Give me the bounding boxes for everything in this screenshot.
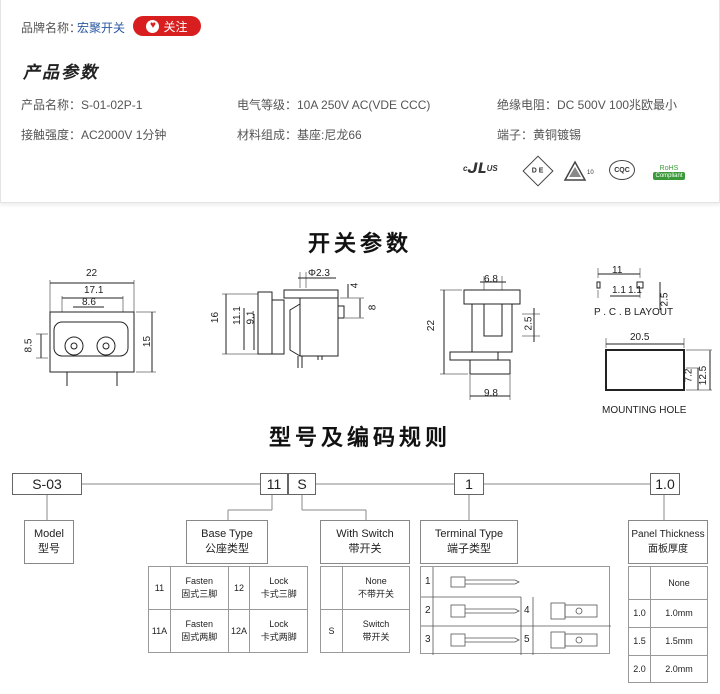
pcb-dim-1-1a: 1.1	[612, 285, 626, 296]
side-dim-8: 8	[367, 304, 379, 311]
terminal-code-4: 4	[524, 605, 530, 616]
hole-caption: MOUNTING HOLE	[602, 405, 687, 416]
hole-dim-12-5: 12.5	[698, 365, 710, 386]
side-dim-top: 4	[349, 282, 361, 289]
terminal-type-table: 1 2 3 4 5	[420, 566, 611, 655]
pcb-dim-11: 11	[612, 265, 623, 276]
tuv-certification-icon: 10	[563, 160, 595, 182]
hole-dim-width: 20.5	[630, 332, 650, 343]
front-dim-pitch: 8.6	[82, 297, 96, 308]
side-dim-16: 16	[210, 311, 222, 324]
spec-product-name: 产品名称：S-01-02P-1	[21, 98, 143, 112]
right-dim-top: 6.8	[484, 274, 498, 285]
svg-text:10: 10	[587, 170, 594, 176]
follow-button[interactable]: ♥ 关注	[133, 16, 201, 36]
brand-link[interactable]: 宏聚开关	[77, 21, 126, 35]
spec-dielectric: 接触强度：AC2000V 1分钟	[21, 128, 167, 142]
pcb-dim-2-5: 2.5	[659, 292, 671, 307]
pcb-dim-1-1b: 1.1	[628, 285, 642, 296]
section-title: 产品参数	[23, 63, 99, 83]
hole-dim-7-2: 7.2	[683, 368, 695, 383]
pcb-layout-drawing	[596, 268, 661, 310]
coding-rule-title: 型号及编码规则	[268, 425, 451, 450]
technical-drawings	[36, 268, 712, 400]
mounting-hole-drawing	[605, 338, 712, 391]
code-part-base: 11	[260, 473, 288, 495]
side-dim-11: 11.1	[231, 306, 243, 325]
cqc-certification-icon: CQC	[609, 160, 635, 180]
front-view-drawing	[36, 280, 156, 386]
spec-electrical-rating: 电气等级：10A 250V AC(VDE CCC)	[237, 98, 431, 112]
code-part-terminal: 1	[454, 473, 484, 495]
spec-terminal: 端子：黄铜镀锡	[497, 128, 582, 142]
code-part-panel: 1.0	[650, 473, 680, 495]
right-dim-bottom: 9.8	[484, 388, 498, 399]
front-dim-left: 8.5	[23, 338, 35, 353]
heart-icon: ♥	[146, 19, 160, 33]
spec-insulation: 绝缘电阻：DC 500V 100兆欧最小	[497, 98, 678, 112]
switch-params-title: 开关参数	[307, 231, 412, 256]
spec-material: 材料组成：基座:尼龙66	[237, 128, 362, 142]
right-dim-small: 2.5	[523, 316, 535, 331]
side-dim-9: 9.1	[245, 310, 257, 325]
terminal-code-1: 1	[425, 576, 431, 587]
follow-label: 关注	[163, 19, 188, 34]
right-view-drawing	[440, 276, 540, 400]
code-connectors	[46, 483, 665, 520]
terminal-code-2: 2	[425, 605, 431, 616]
brand-label: 品牌名称：	[21, 21, 82, 35]
terminal-code-5: 5	[524, 634, 530, 645]
product-info-card: 品牌名称： 宏聚开关 ♥ 关注 产品参数 产品名称：S-01-02P-1 电气等…	[0, 0, 720, 203]
vde-certification-icon: D E	[522, 155, 554, 187]
side-dim-pin: Φ2.3	[308, 268, 330, 279]
front-dim-inner: 17.1	[84, 285, 104, 296]
terminal-code-3: 3	[425, 634, 431, 645]
side-view-drawing	[222, 272, 364, 368]
code-part-model: S-03	[12, 473, 82, 495]
code-part-switch: S	[288, 473, 316, 495]
front-dim-width: 22	[86, 268, 98, 279]
front-dim-height: 15	[142, 335, 154, 348]
pcb-caption: P . C . B LAYOUT	[594, 307, 674, 318]
right-dim-height: 22	[426, 319, 438, 332]
